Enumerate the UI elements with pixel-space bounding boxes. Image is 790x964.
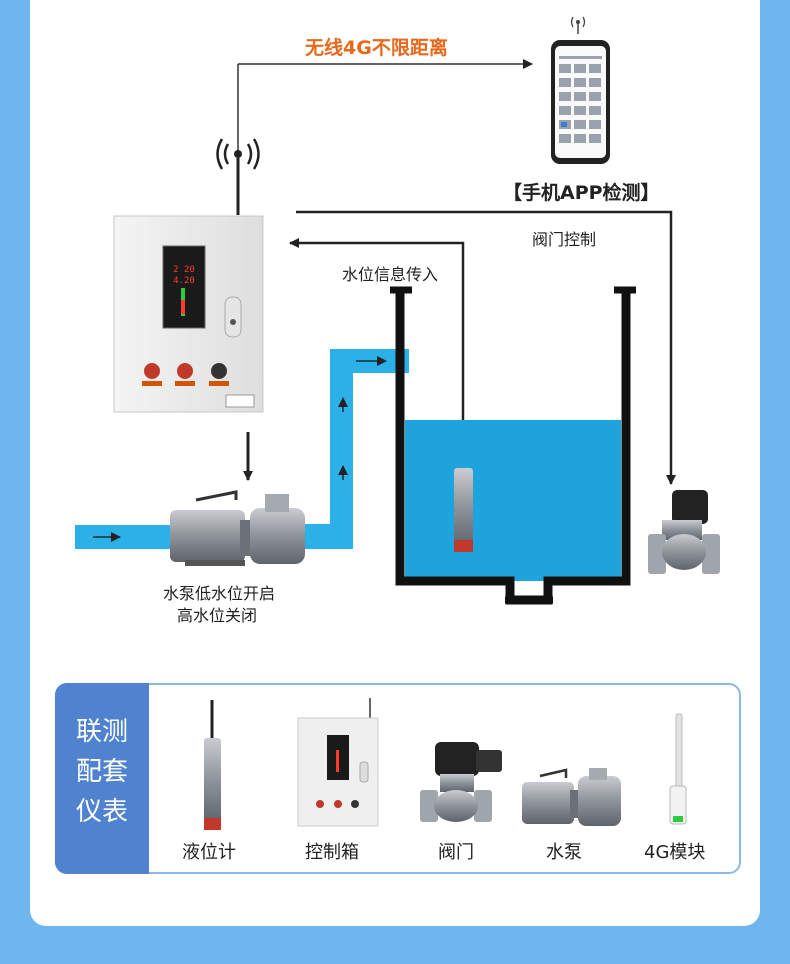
control-box: 2 20 4.20 [113,215,264,413]
valve-control-label: 阀门控制 [532,230,597,249]
module-4g-icon [669,713,687,825]
legend-item-label: 液位计 [182,842,236,863]
level-info-label: 水位信息传入 [342,265,439,284]
legend-title: 联测 配套 仪表 [55,712,149,832]
svg-text:4.20: 4.20 [173,276,195,286]
solenoid-valve [648,490,720,574]
wireless-4g-label: 无线4G不限距离 [305,37,448,59]
legend-item-label: 控制箱 [305,842,359,863]
phone-icon [551,16,610,164]
level-sensor [454,468,473,552]
water-pump [170,490,305,566]
legend-title-line: 联测 [75,717,128,747]
control-box-icon [297,698,379,827]
legend-title-line: 配套 [75,757,128,787]
legend-item-label: 阀门 [438,842,474,863]
legend-item-label: 水泵 [546,842,582,863]
level-info-line [289,238,465,468]
flow-arrows [93,356,387,542]
system-diagram: 2 20 4.20 [75,16,720,605]
antenna-icon [216,138,260,215]
wireless-link-line [237,59,533,170]
pump-caption-line2: 高水位关闭 [177,606,258,625]
svg-text:2 20: 2 20 [173,265,195,275]
legend-panel [55,683,741,874]
pump-icon [522,768,621,826]
legend-title-line: 仪表 [75,797,128,827]
water-tank [390,286,636,605]
legend-item-label: 4G模块 [644,842,706,863]
valve-control-line [296,210,676,485]
legend-icons [204,698,687,830]
app-detection-label: 【手机APP检测】 [503,182,660,204]
level-meter-icon [204,700,221,830]
legend-side-bar [55,683,149,874]
valve-icon [420,742,502,822]
pump-caption-line1: 水泵低水位开启 [163,584,276,603]
